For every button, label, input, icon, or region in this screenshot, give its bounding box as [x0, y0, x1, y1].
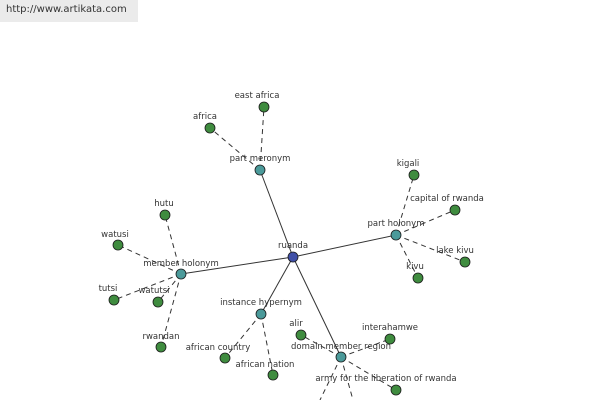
edge-member-holonym-rwandan — [160, 273, 182, 348]
label-term-kivu[interactable]: kivu — [406, 262, 424, 272]
label-term-tutsi[interactable]: tutsi — [99, 284, 118, 294]
node-term-african-nation[interactable] — [267, 369, 279, 381]
node-term-east-africa[interactable] — [258, 101, 270, 113]
node-term-hutu[interactable] — [159, 209, 171, 221]
node-relation-domain-member-region[interactable] — [335, 351, 347, 363]
edge-domain-member-region-term-4 — [340, 356, 354, 400]
node-term-kivu[interactable] — [412, 272, 424, 284]
label-term-kigali[interactable]: kigali — [397, 159, 420, 169]
edge-part-holonym-lake-kivu — [395, 234, 466, 263]
node-term-tutsi[interactable] — [108, 294, 120, 306]
label-term-lake-kivu[interactable]: lake kivu — [436, 246, 474, 256]
label-relation-part-meronym[interactable]: part meronym — [230, 154, 291, 164]
source-url[interactable]: http://www.artikata.com — [0, 0, 138, 22]
label-term-africa[interactable]: africa — [193, 112, 217, 122]
node-term-watusi[interactable] — [112, 239, 124, 251]
node-term-capital-of-rwanda[interactable] — [449, 204, 461, 216]
edge-member-holonym-watutsi — [157, 273, 182, 303]
edge-root-domain-member-region — [292, 256, 342, 358]
node-relation-part-meronym[interactable] — [254, 164, 266, 176]
label-term-army-for-the-liberation-of-rwanda[interactable]: army for the liberation of rwanda — [315, 374, 456, 384]
labels-layer: east africa africa part meronym kigali capit… — [99, 91, 484, 384]
edge-part-holonym-capital-of-rwanda — [395, 209, 456, 236]
edge-domain-member-region-term-3 — [319, 356, 342, 400]
edge-member-holonym-hutu — [164, 214, 182, 275]
edge-part-meronym-africa — [209, 127, 261, 171]
node-term-lake-kivu[interactable] — [459, 256, 471, 268]
edge-root-part-meronym — [259, 169, 294, 258]
label-relation-member-holonym[interactable]: member holonym — [143, 259, 218, 269]
edge-domain-member-region-army-for-the-liberation-of-rwanda — [340, 356, 397, 391]
label-term-african-country[interactable]: african country — [186, 343, 251, 353]
node-term-africa[interactable] — [204, 122, 216, 134]
edge-instance-hypernym-african-country — [224, 313, 262, 359]
label-term-african-nation[interactable]: african nation — [236, 360, 295, 370]
edge-root-member-holonym — [180, 256, 294, 275]
node-term-interahamwe[interactable] — [384, 333, 396, 345]
label-relation-instance-hypernym[interactable]: instance hypernym — [220, 298, 302, 308]
edge-root-instance-hypernym — [260, 256, 294, 315]
node-term-alir[interactable] — [295, 329, 307, 341]
label-term-east-africa[interactable]: east africa — [235, 91, 280, 101]
edge-part-holonym-kivu — [395, 234, 419, 279]
nodes-layer — [108, 101, 471, 396]
edge-member-holonym-tutsi — [113, 273, 182, 301]
label-term-alir[interactable]: alir — [289, 319, 303, 329]
node-term-rwandan[interactable] — [155, 341, 167, 353]
edge-part-holonym-kigali — [395, 174, 415, 236]
edge-domain-member-region-alir — [300, 334, 342, 358]
label-term-rwandan[interactable]: rwandan — [142, 332, 179, 342]
node-relation-instance-hypernym[interactable] — [255, 308, 267, 320]
node-term-african-country[interactable] — [219, 352, 231, 364]
edge-instance-hypernym-african-nation — [260, 313, 274, 376]
node-root-ruanda[interactable] — [287, 251, 299, 263]
node-term-army-for-the-liberation-of-rwanda[interactable] — [390, 384, 402, 396]
label-relation-part-holonym[interactable]: part holonym — [368, 219, 425, 229]
edge-member-holonym-watusi — [117, 244, 182, 275]
label-term-watusi[interactable]: watusi — [101, 230, 129, 240]
node-relation-part-holonym[interactable] — [390, 229, 402, 241]
label-root-ruanda[interactable]: ruanda — [278, 241, 308, 251]
label-term-capital-of-rwanda[interactable]: capital of rwanda — [410, 194, 484, 204]
label-term-interahamwe[interactable]: interahamwe — [362, 323, 418, 333]
label-term-watutsi[interactable]: watutsi — [138, 286, 169, 296]
label-term-hutu[interactable]: hutu — [154, 199, 174, 209]
edge-root-part-holonym — [292, 234, 397, 258]
node-term-kigali[interactable] — [408, 169, 420, 181]
edge-part-meronym-east-africa — [259, 106, 265, 171]
node-relation-member-holonym[interactable] — [175, 268, 187, 280]
edges-layer — [113, 106, 466, 400]
node-term-watutsi[interactable] — [152, 296, 164, 308]
label-relation-domain-member-region[interactable]: domain member region — [291, 342, 391, 352]
